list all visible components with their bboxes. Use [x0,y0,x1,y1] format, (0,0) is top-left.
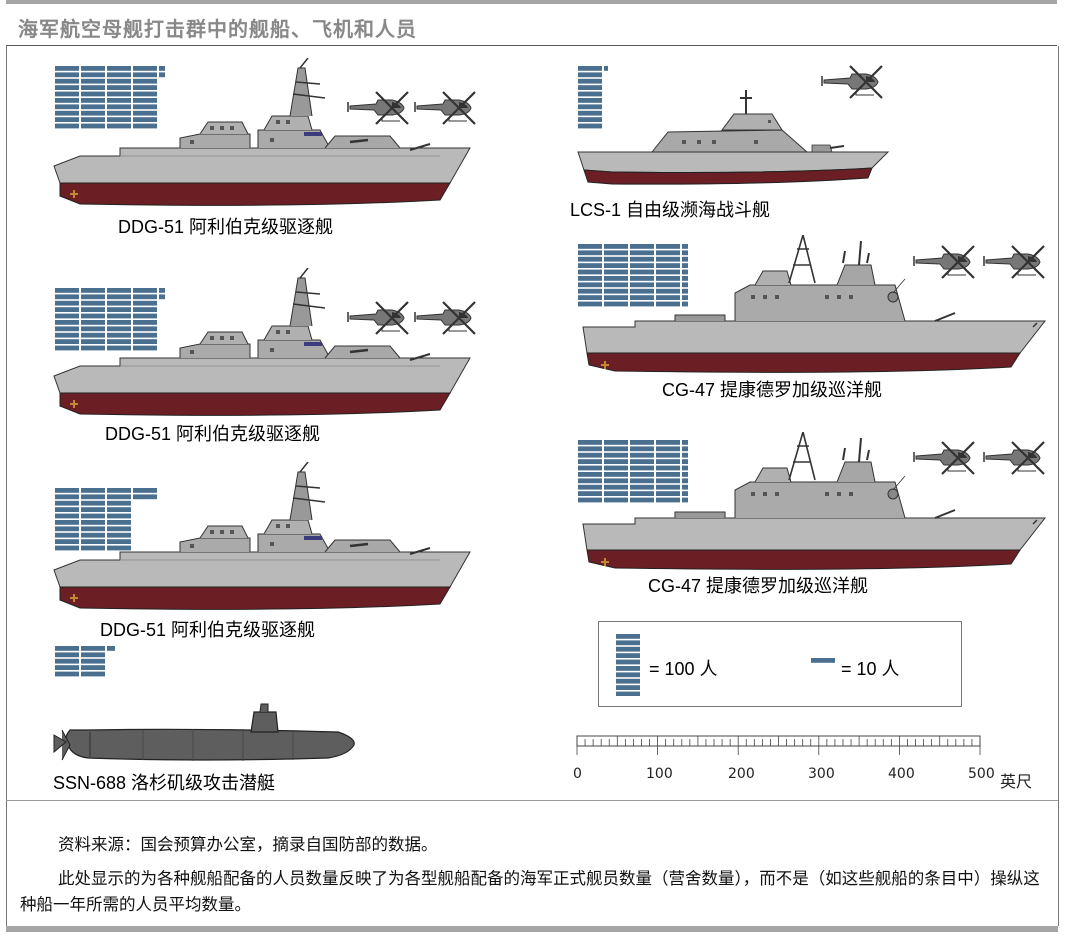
submarine-illustration [53,703,355,761]
littoral-combat-ship-illustration [577,90,890,185]
scale-tick-label: 200 [728,766,755,782]
crew-hundred-icon [616,634,640,696]
destroyer-illustration [50,462,480,612]
scale-tick-label: 0 [573,766,582,782]
source-note: 资料来源：国会预算办公室，摘录自国防部的数据。 [58,835,438,854]
crew-icons-lcs [578,66,608,129]
crew-ten-icon [811,658,835,663]
top-bar [6,0,1057,4]
explanatory-note: 此处显示的为各种舰船配备的人员数量反映了为各型舰船配备的海军正式舰员数量（营舍数… [20,869,1040,914]
ship-label-ddg3: DDG-51 阿利伯克级驱逐舰 [100,620,316,640]
crew-icons-cg1 [578,244,688,307]
figure-frame [6,46,1059,926]
scale-tick-label: 300 [808,766,835,782]
scale-tick-label: 100 [646,766,673,782]
ship-label-cg1: CG-47 提康德罗加级巡洋舰 [662,380,883,400]
crew-icons-ddg3 [55,488,157,551]
ship-label-lcs: LCS-1 自由级濒海战斗舰 [570,200,771,220]
destroyer-illustration [50,268,480,418]
ship-label-ssn: SSN-688 洛杉矶级攻击潜艇 [53,773,276,793]
ship-label-ddg2: DDG-51 阿利伯克级驱逐舰 [105,424,321,444]
bottom-bar [6,926,1058,932]
divider [6,800,1058,801]
page-title: 海军航空母舰打击群中的舰船、飞机和人员 [18,17,417,41]
title-bar: 海军航空母舰打击群中的舰船、飞机和人员 [6,4,1057,46]
crew-icons-ddg1 [55,66,165,129]
legend-ten-label: = 10 人 [841,659,900,679]
scale-tick-label: 500 [968,766,995,782]
crew-icons-ssn [55,646,115,677]
cruiser-illustration [575,235,1050,375]
crew-icons-cg2 [578,440,688,503]
scale-tick-label: 400 [888,766,915,782]
scale-ruler [576,735,981,755]
scale-bar: 0 100 200 300 400 500 英尺 [570,730,1040,792]
cruiser-illustration [575,432,1050,572]
ship-label-cg2: CG-47 提康德罗加级巡洋舰 [648,576,869,596]
crew-icons-ddg2 [55,288,165,351]
legend-hundred-label: = 100 人 [649,659,718,679]
legend-box: = 100 人 = 10 人 [598,621,962,707]
ship-label-ddg1: DDG-51 阿利伯克级驱逐舰 [118,217,334,237]
scale-unit-label: 英尺 [1000,772,1033,791]
destroyer-illustration [50,58,480,208]
